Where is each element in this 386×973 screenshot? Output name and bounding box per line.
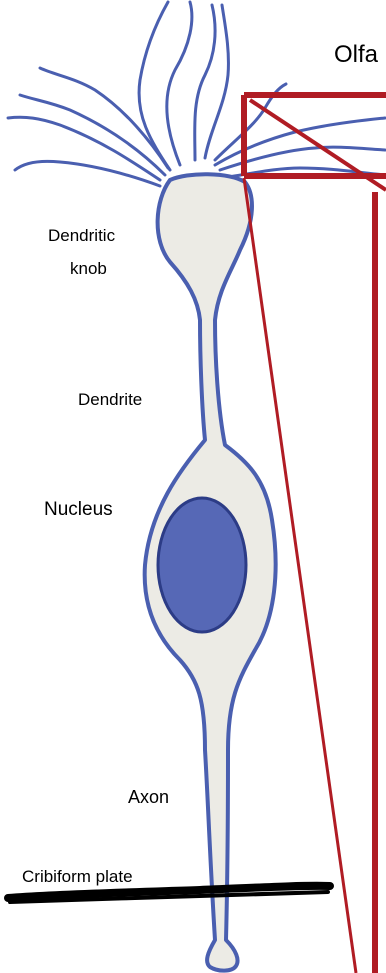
title-fragment: Olfa — [334, 41, 378, 69]
label-nucleus: Nucleus — [44, 499, 113, 521]
label-dendritic-knob-line2: knob — [70, 259, 107, 279]
nucleus-shape — [158, 498, 246, 632]
label-dendrite: Dendrite — [78, 390, 142, 410]
label-dendritic-knob-line1: Dendritic — [48, 226, 115, 246]
label-axon: Axon — [128, 787, 169, 808]
label-cribiform-plate: Cribiform plate — [22, 867, 133, 887]
